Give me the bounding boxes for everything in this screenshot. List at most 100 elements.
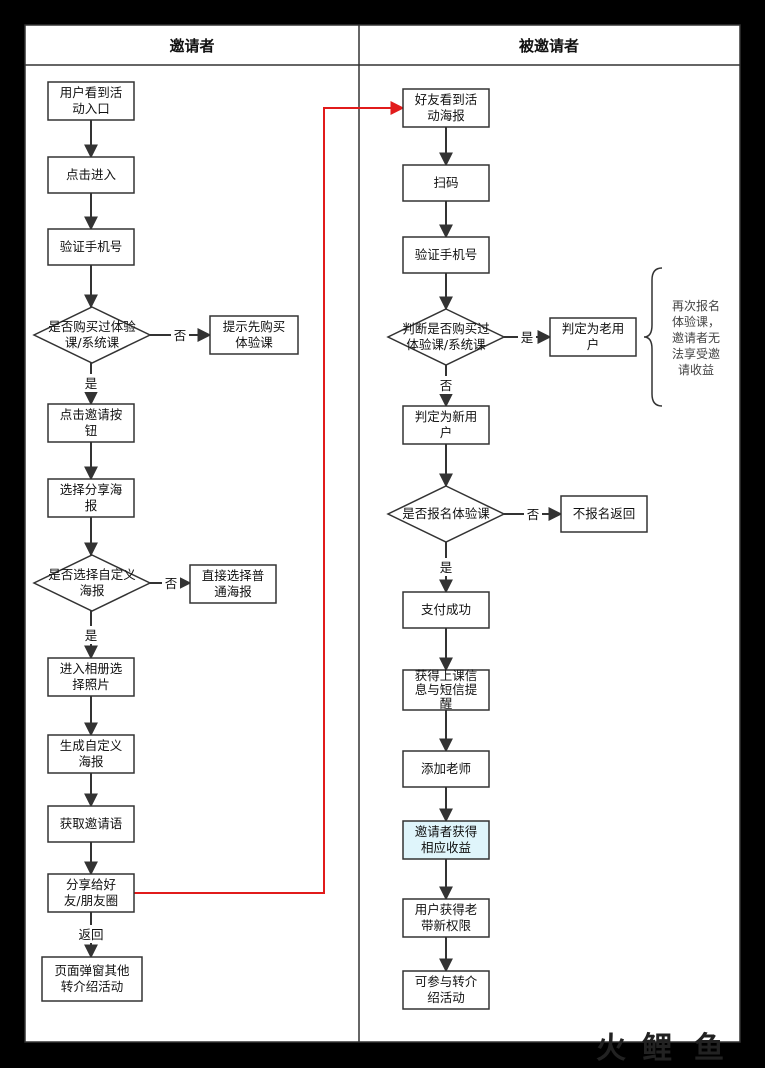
edge-label-bg (518, 328, 536, 346)
note-line: 法享受邀 (672, 346, 720, 361)
node-invitee-m5-line: 支付成功 (421, 602, 471, 617)
node-invitee-m9: 用户获得老带新权限 (402, 898, 490, 938)
node-invitee-m9-box (402, 898, 490, 938)
node-invitee-m10-line: 绍活动 (427, 990, 465, 1005)
node-invitee-m1-text: 好友看到活动海报 (415, 92, 478, 123)
node-invitee-e2-no-box: 不报名返回 (560, 495, 648, 533)
node-invitee-m6: 获得上课信息与短信提醒 (402, 668, 490, 711)
node-invitee-e2-diamond (386, 485, 506, 543)
node-invitee-m8: 邀请者获得相应收益 (402, 820, 490, 860)
old-user-note: 再次报名体验课，邀请者无法享受邀请收益 (672, 298, 720, 377)
node-invitee-m8-box (402, 820, 490, 860)
edge-label-text: 否 (165, 576, 178, 591)
logo-char-1: 火 (596, 1031, 626, 1066)
node-invitee-e2-text: 是否报名体验课 (402, 506, 490, 521)
node-invitee-e1-text: 判断是否购买过体验课/系统课 (402, 321, 490, 352)
node-inviter-n3-text: 验证手机号 (60, 239, 123, 254)
node-inviter-n5-line: 报 (85, 498, 98, 513)
node-inviter-d2-no-box-box (189, 564, 277, 604)
node-inviter-d2-line: 是否选择自定义 (48, 567, 136, 582)
node-invitee-m1-line: 动海报 (427, 108, 465, 123)
node-invitee-m7-text: 添加老师 (421, 761, 471, 776)
edge-label-bg (82, 626, 100, 644)
node-inviter-n4-line: 钮 (85, 423, 98, 438)
node-inviter-n9-line: 分享给好 (66, 877, 116, 892)
node-invitee-m7: 添加老师 (402, 750, 490, 788)
node-invitee-m2: 扫码 (402, 164, 490, 202)
node-inviter-d1-diamond (32, 306, 152, 364)
node-inviter-d1-no-box: 提示先购买体验课 (209, 315, 299, 355)
edge-label-1: 是 (82, 374, 100, 392)
lane-title-inviter: 邀请者 (169, 37, 214, 55)
node-invitee-m2-box (402, 164, 490, 202)
node-inviter-n3-box (47, 228, 135, 266)
node-inviter-n1-text: 用户看到活动入口 (60, 85, 123, 116)
node-inviter-n6-text: 进入相册选择照片 (60, 661, 123, 692)
note-brace (643, 267, 663, 407)
node-inviter-d2-text: 是否选择自定义海报 (48, 567, 136, 598)
edge-label-bg (437, 376, 455, 394)
node-inviter-n10: 页面弹窗其他转介绍活动 (41, 956, 143, 1002)
note-line: 再次报名 (672, 298, 720, 313)
node-invitee-m8-text: 邀请者获得相应收益 (415, 824, 478, 855)
node-invitee-m4-box (402, 405, 490, 445)
edge-label-bg (162, 574, 180, 592)
node-invitee-m6-line: 息与短信提 (415, 682, 478, 697)
node-invitee-m3-box (402, 236, 490, 274)
note-line: 邀请者无 (672, 330, 720, 345)
node-inviter-d1-no-box-box (209, 315, 299, 355)
share-connector-red (134, 101, 405, 894)
logo-char-2: 鲤 (642, 1031, 672, 1066)
node-inviter-d2-no-box: 直接选择普通海报 (189, 564, 277, 604)
edge-label-8: 是 (437, 558, 455, 576)
node-invitee-e2-no-box-line: 不报名返回 (573, 506, 636, 521)
node-invitee-m2-text: 扫码 (433, 175, 458, 190)
node-invitee-e1-line: 体验课/系统课 (406, 337, 486, 352)
node-inviter-d2-no-box-line: 直接选择普 (202, 568, 265, 583)
node-inviter-n8-text: 获取邀请语 (60, 816, 123, 831)
node-invitee-m2-line: 扫码 (433, 175, 458, 190)
node-inviter-d1-no-box-line: 提示先购买 (223, 319, 286, 334)
edge-label-text: 否 (440, 378, 453, 393)
node-inviter-n10-box (41, 956, 143, 1002)
node-invitee-m5-text: 支付成功 (421, 602, 471, 617)
edge-label-bg (82, 374, 100, 392)
node-invitee-m10-box (402, 970, 490, 1010)
node-inviter-n2: 点击进入 (47, 156, 135, 194)
node-invitee-e1-diamond (386, 308, 506, 366)
node-inviter-d1-line: 是否购买过体验 (48, 319, 136, 334)
note-line: 体验课， (672, 314, 720, 329)
node-invitee-m9-text: 用户获得老带新权限 (415, 902, 478, 933)
logo-char-3: 鱼 (694, 1031, 724, 1066)
node-inviter-n5-line: 选择分享海 (60, 482, 123, 497)
node-invitee-e1-yes-box-line: 判定为老用 (562, 321, 625, 336)
node-invitee-m3-line: 验证手机号 (415, 247, 478, 262)
edge-label-text: 是 (440, 560, 453, 575)
node-invitee-m4-text: 判定为新用户 (415, 409, 478, 440)
node-invitee-m1: 好友看到活动海报 (402, 88, 490, 128)
edge-label-6: 否 (437, 376, 455, 394)
node-inviter-n5-box (47, 478, 135, 518)
note-text: 再次报名体验课，邀请者无法享受邀请收益 (672, 298, 720, 377)
node-inviter-n5-text: 选择分享海报 (60, 482, 123, 513)
edge-label-4: 返回 (76, 925, 106, 943)
edge-label-text: 否 (527, 507, 540, 522)
node-inviter-n1: 用户看到活动入口 (47, 81, 135, 121)
node-invitee-e2-no-box-text: 不报名返回 (573, 506, 636, 521)
node-invitee-m9-line: 带新权限 (421, 918, 472, 933)
node-invitee-m4-line: 判定为新用 (415, 409, 478, 424)
node-inviter-n7-line: 生成自定义 (60, 738, 123, 753)
brand-logo: 火 鲤 鱼 (596, 1031, 724, 1066)
node-inviter-n9-box (47, 873, 135, 913)
node-inviter-n1-line: 用户看到活 (60, 85, 123, 100)
node-inviter-n6: 进入相册选择照片 (47, 657, 135, 697)
node-inviter-d2-no-box-line: 通海报 (214, 584, 252, 599)
node-invitee-m8-line: 相应收益 (421, 840, 471, 855)
node-inviter-d2-diamond (32, 554, 152, 612)
edge-label-bg (437, 558, 455, 576)
node-invitee-m7-box (402, 750, 490, 788)
node-invitee-e1-yes-box-text: 判定为老用户 (562, 321, 625, 352)
node-inviter-n10-line: 转介绍活动 (61, 979, 124, 994)
